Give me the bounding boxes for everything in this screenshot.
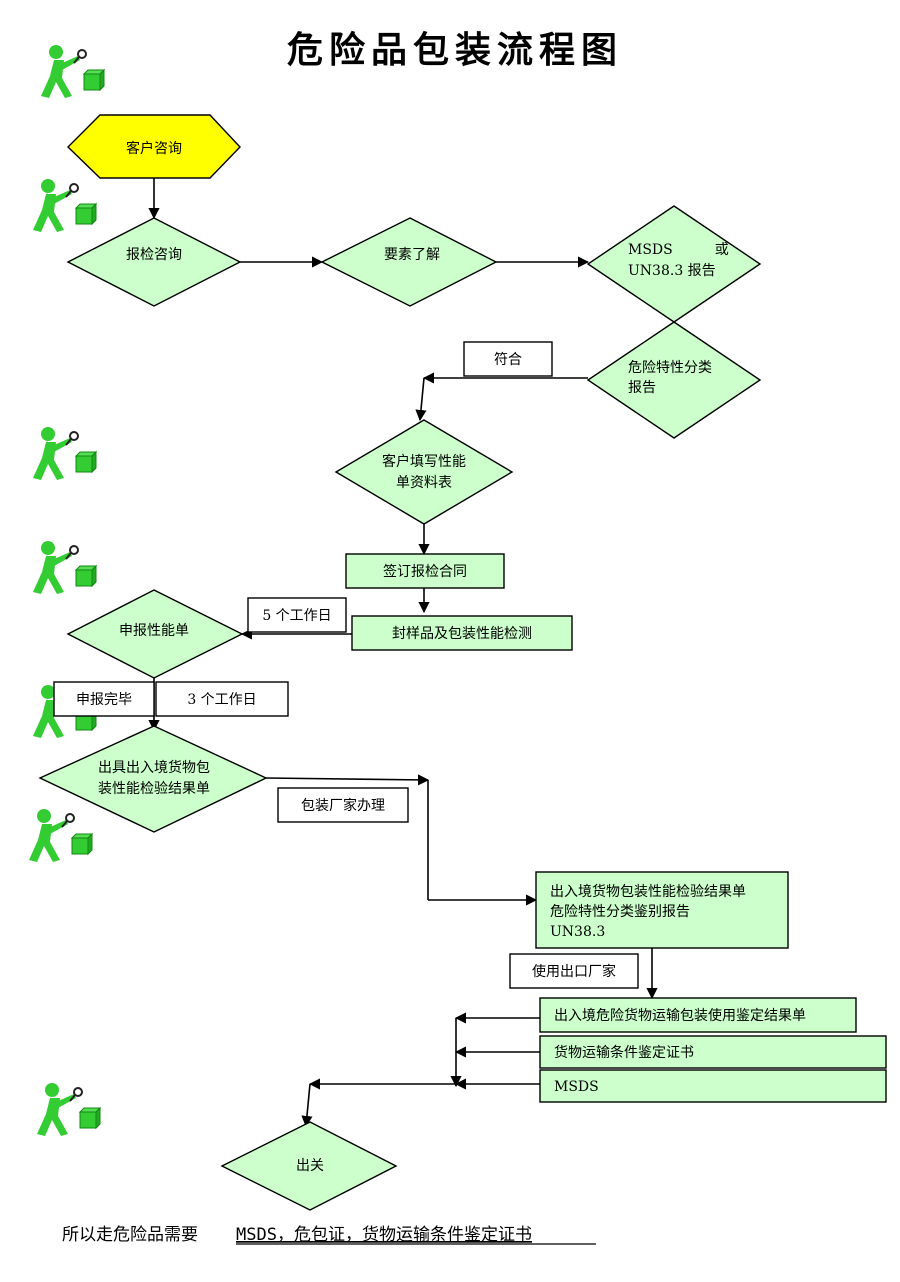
node-fill-form-line1: 客户填写性能 (382, 453, 466, 470)
edge-label-conform-text: 符合 (494, 352, 522, 368)
node-transport-cert-label: 货物运输条件鉴定证书 (554, 1044, 694, 1061)
node-start: 客户咨询 (67, 114, 241, 179)
node-fill-form: 客户填写性能 单资料表 (334, 419, 514, 525)
edge-label-declared: 申报完毕 (53, 681, 155, 717)
worker-inspection-icon (32, 540, 97, 595)
node-usage-cert: 出入境危险货物运输包装使用鉴定结果单 (539, 997, 857, 1033)
node-sign-contract-label: 签订报检合同 (383, 563, 467, 580)
node-seal-sample-label: 封样品及包装性能检测 (392, 626, 532, 642)
node-factors: 要素了解 (320, 217, 498, 307)
footer-prefix: 所以走危险品需要 (62, 1225, 198, 1245)
worker-inspection-icon (36, 1082, 101, 1137)
node-msds: MSDS (539, 1069, 887, 1103)
worker-inspection-icon (32, 178, 97, 233)
node-inspect-consult: 报检咨询 (66, 217, 242, 307)
node-msds-or-un: MSDS 或 UN38.3 报告 (586, 205, 762, 323)
node-issue-result-line1: 出具出入境货物包 (98, 759, 210, 776)
node-sign-contract: 签订报检合同 (345, 553, 505, 589)
edge-label-export-factory: 使用出口厂家 (509, 953, 639, 989)
node-docs-group-line2: 危险特性分类鉴别报告 (550, 904, 690, 920)
edge-label-five-days: 5 个工作日 (247, 597, 347, 633)
node-transport-cert: 货物运输条件鉴定证书 (539, 1035, 887, 1069)
node-msds-or-un-line2: UN38.3 报告 (628, 263, 716, 279)
edge-to-customs (301, 1083, 313, 1128)
edge-label-conform: 符合 (463, 341, 553, 377)
footer-requirements: MSDS，危包证，货物运输条件鉴定证书 (236, 1225, 532, 1245)
edge-label-export-factory-text: 使用出口厂家 (532, 963, 616, 980)
edge-label-factory: 包装厂家办理 (277, 787, 409, 823)
node-hazard-report-line1: 危险特性分类 (628, 360, 712, 376)
node-customs: 出关 (220, 1121, 398, 1211)
node-customs-label: 出关 (296, 1158, 324, 1174)
node-factors-label: 要素了解 (384, 247, 440, 263)
edge-issue-to-right (265, 774, 430, 786)
node-hazard-report-line2: 报告 (628, 380, 656, 396)
node-start-label: 客户咨询 (126, 140, 182, 157)
worker-inspection-icon (40, 44, 105, 99)
edge-label-declared-text: 申报完毕 (76, 692, 132, 708)
edge-label-three-days: 3 个工作日 (155, 681, 289, 717)
page-title: 危险品包装流程图 (287, 29, 623, 71)
edge-label-three-days-text: 3 个工作日 (187, 692, 256, 708)
edge-label-five-days-text: 5 个工作日 (262, 608, 331, 624)
node-declare-form-label: 申报性能单 (119, 623, 189, 639)
node-usage-cert-label: 出入境危险货物运输包装使用鉴定结果单 (554, 1007, 806, 1024)
edge-to-fill-form (415, 377, 427, 422)
node-msds-label: MSDS (554, 1079, 599, 1095)
node-hazard-report: 危险特性分类 报告 (586, 321, 762, 439)
node-docs-group-line3: UN38.3 (550, 924, 605, 940)
node-inspect-consult-label: 报检咨询 (126, 247, 182, 263)
node-seal-sample: 封样品及包装性能检测 (351, 615, 573, 651)
worker-inspection-icon (32, 426, 97, 481)
node-fill-form-line2: 单资料表 (396, 475, 452, 491)
node-docs-group-line1: 出入境货物包装性能检验结果单 (550, 883, 746, 900)
node-msds-or-un-line1: MSDS 或 (628, 242, 729, 258)
node-issue-result: 出具出入境货物包 装性能检验结果单 (38, 725, 268, 833)
worker-inspection-icon (28, 808, 93, 863)
node-docs-group: 出入境货物包装性能检验结果单 危险特性分类鉴别报告 UN38.3 (535, 871, 789, 949)
node-issue-result-line2: 装性能检验结果单 (98, 781, 210, 797)
edge-label-factory-text: 包装厂家办理 (301, 797, 385, 814)
node-declare-form: 申报性能单 (66, 589, 244, 679)
